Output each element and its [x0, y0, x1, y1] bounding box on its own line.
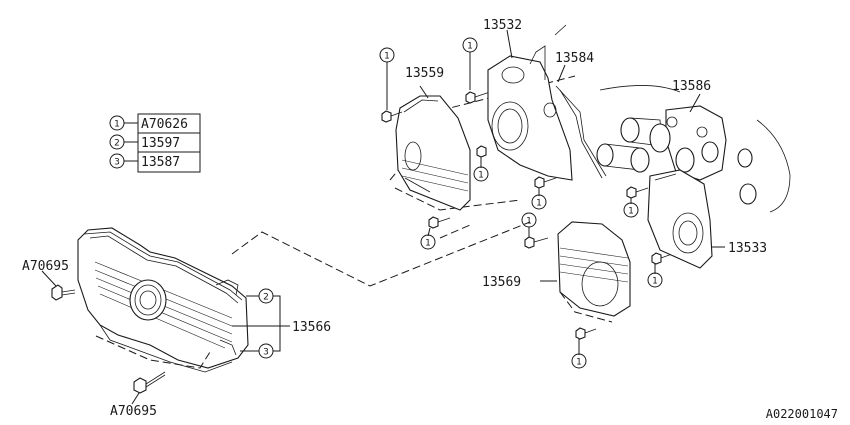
- cover-13533: 13533: [647, 169, 767, 269]
- svg-text:1: 1: [467, 42, 473, 52]
- bolt-callout-1i: 1: [571, 327, 597, 369]
- label-13559: 13559: [405, 66, 444, 81]
- svg-text:1: 1: [576, 358, 582, 368]
- bolt-callout-1d: 1: [420, 216, 451, 250]
- callout-13566: 2 3 13566: [232, 288, 331, 359]
- legend-code-1: A70626: [141, 117, 188, 132]
- bolt-callout-1h: 1: [647, 252, 673, 288]
- diagram-id: A022001047: [766, 407, 838, 421]
- idler-assembly-13586: 13586: [596, 79, 791, 213]
- label-13533: 13533: [728, 241, 767, 256]
- cover-13569: 13569: [482, 221, 631, 323]
- bolt-callout-1b: 1: [462, 37, 491, 104]
- svg-text:3: 3: [263, 348, 269, 358]
- svg-text:1: 1: [384, 52, 390, 62]
- outer-timing-cover-13566: [77, 227, 249, 373]
- bolt-a70695-bottom: A70695: [110, 371, 166, 419]
- svg-text:1: 1: [114, 120, 120, 130]
- bolt-callout-1e: 1: [531, 176, 557, 210]
- legend-row-1: 1 A70626: [109, 115, 188, 132]
- backing-plate-13532: 13532: [483, 18, 573, 181]
- bolt-callout-1c: 1: [473, 145, 489, 182]
- label-13532: 13532: [483, 18, 522, 33]
- svg-text:1: 1: [536, 199, 542, 209]
- bolt-callout-1g: 1: [521, 212, 549, 249]
- svg-text:3: 3: [114, 158, 120, 168]
- cover-13559: 13559: [395, 66, 471, 211]
- svg-text:2: 2: [114, 139, 120, 149]
- label-13584: 13584: [555, 51, 594, 66]
- left-cover-base-dashed: [95, 335, 211, 369]
- legend-code-2: 13597: [141, 136, 180, 151]
- svg-text:2: 2: [263, 293, 269, 303]
- svg-text:1: 1: [425, 239, 431, 249]
- legend-table: 1 A70626 2 13597 3 13587: [109, 113, 201, 173]
- svg-text:1: 1: [526, 217, 532, 227]
- legend-code-3: 13587: [141, 155, 180, 170]
- label-13586: 13586: [672, 79, 711, 94]
- svg-text:1: 1: [628, 207, 634, 217]
- svg-text:1: 1: [652, 277, 658, 287]
- gasket-13584: 13584: [555, 51, 607, 179]
- label-13566: 13566: [292, 320, 331, 335]
- legend-row-2: 2 13597: [109, 134, 180, 151]
- bolt-callout-1a: 1: [379, 47, 403, 123]
- svg-text:1: 1: [478, 171, 484, 181]
- label-13569: 13569: [482, 275, 521, 290]
- bolt-a70695-top: A70695: [22, 259, 76, 301]
- label-a70695-top: A70695: [22, 259, 69, 274]
- legend-row-3: 3 13587: [109, 153, 180, 170]
- bolt-callout-1f: 1: [623, 186, 649, 218]
- label-a70695-bottom: A70695: [110, 404, 157, 419]
